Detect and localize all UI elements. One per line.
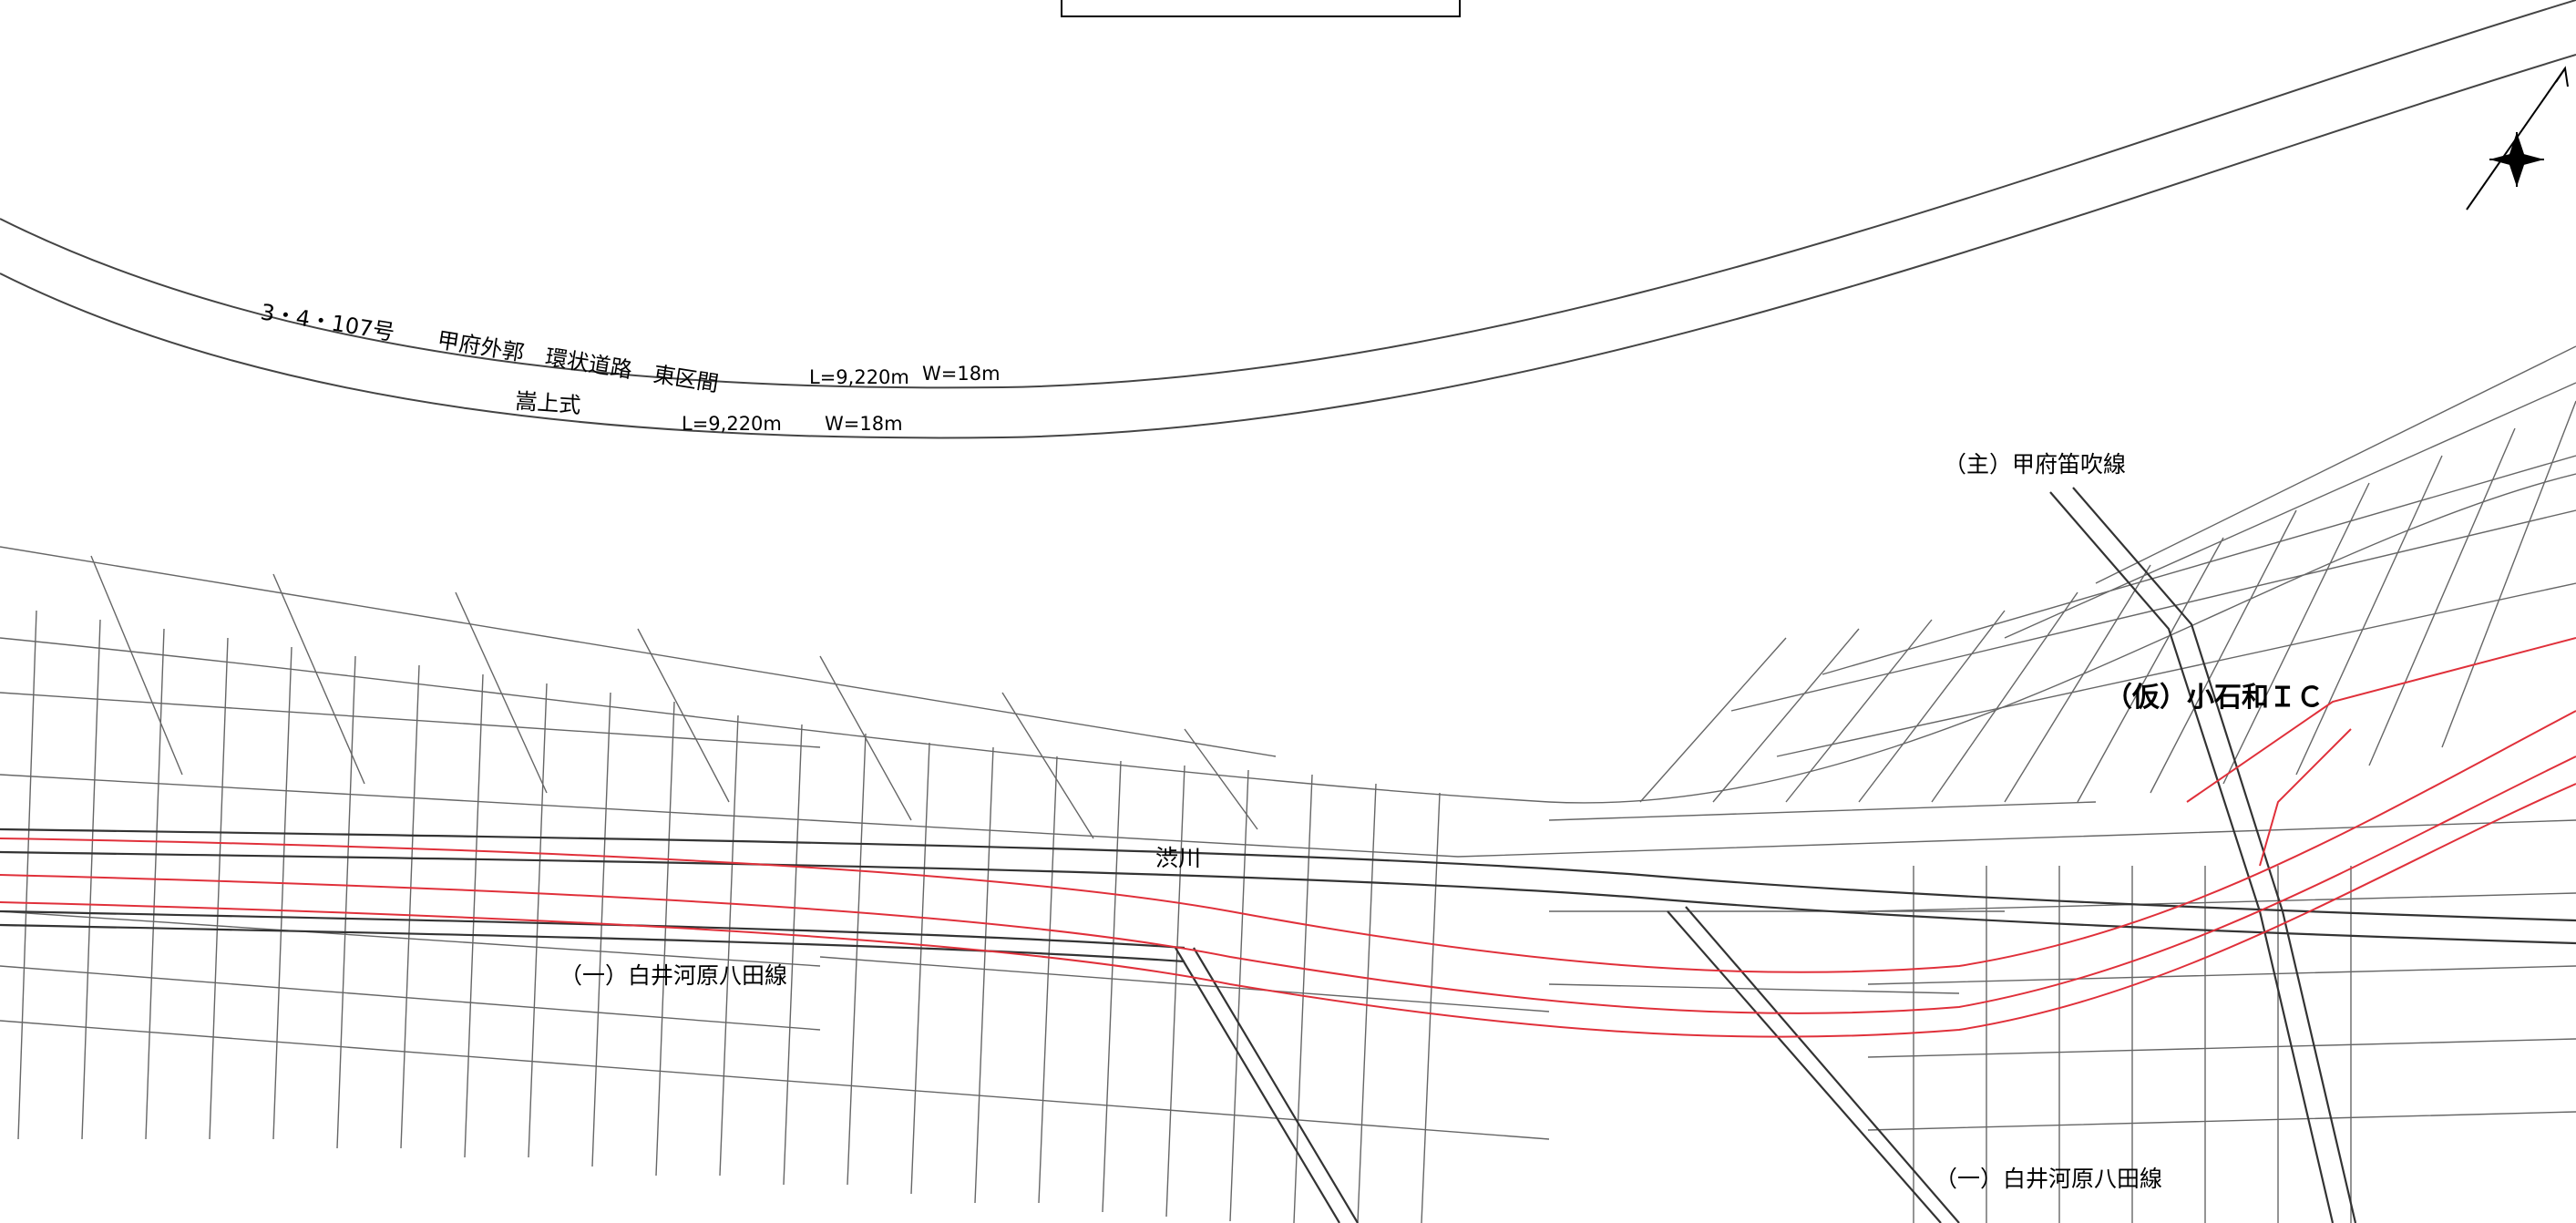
local-road-b	[1193, 947, 1359, 1223]
main-road-west	[2049, 491, 2335, 1223]
road-name-label: 3・4・107号 甲府外郭 環状道路 東区間	[259, 299, 720, 396]
planned-road-schematic	[0, 0, 2576, 439]
road-structure-label: 嵩上式	[515, 388, 582, 418]
schematic-lower-line	[0, 54, 2576, 439]
road-width-label-2: W=18m	[825, 413, 903, 435]
cadastral-parcels	[0, 345, 2576, 1223]
road-length-label-2: L=9,220m	[682, 413, 782, 435]
road-width-label: W=18m	[922, 363, 1001, 385]
route-line-north	[0, 710, 2576, 973]
route-line-middle	[0, 755, 2576, 1014]
route-label-pref-west: （一）白井河原八田線	[559, 962, 787, 989]
river-bank-south	[0, 850, 2576, 945]
title-box	[1061, 0, 1461, 17]
river-label: 渋川	[1155, 845, 1201, 871]
pref-road-south	[0, 923, 1185, 963]
diagonal-road-b	[1685, 906, 1960, 1223]
route-line-south	[0, 783, 2576, 1038]
river-bank-north	[0, 827, 2576, 922]
route-label-pref-east: （一）白井河原八田線	[1935, 1166, 2162, 1192]
local-road-a	[1175, 947, 1340, 1223]
schematic-upper-line	[0, 0, 2576, 389]
compass-north-arrow-icon	[2466, 66, 2569, 211]
ic-ramp-line	[2186, 637, 2576, 803]
interchange-label: （仮）小石和ＩＣ	[2105, 682, 2324, 714]
ic-ramp-line-2	[2259, 728, 2352, 867]
route-label-main: （主）甲府笛吹線	[1944, 451, 2126, 478]
diagonal-road-a	[1667, 910, 1942, 1223]
road-length-label: L=9,220m	[809, 366, 909, 388]
planned-route-red	[0, 637, 2576, 1038]
